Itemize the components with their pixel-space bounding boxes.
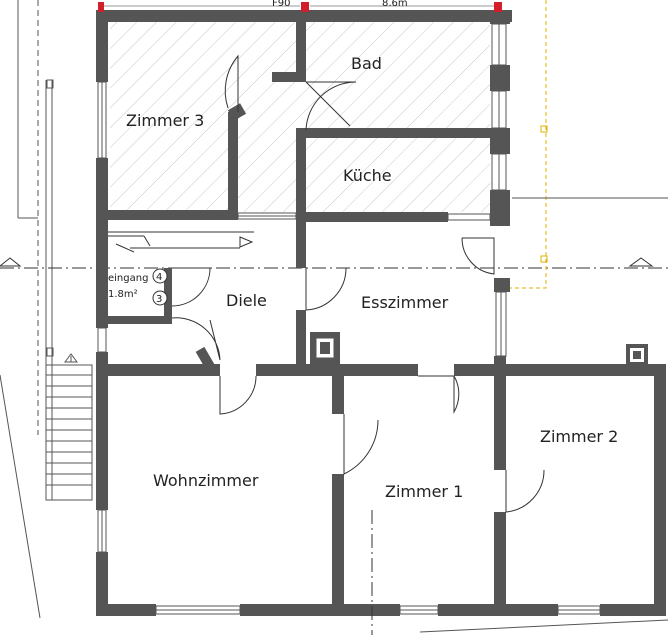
walls <box>96 12 666 616</box>
room-label-zimmer-2: Zimmer 2 <box>540 427 618 446</box>
room-label-diele: Diele <box>226 291 267 310</box>
entrance-label: eingang <box>108 273 148 284</box>
room-label-zimmer-1: Zimmer 1 <box>385 482 463 501</box>
marker-4 <box>152 268 168 284</box>
room-label-kueche: Küche <box>343 166 392 185</box>
marker-3-label: 3 <box>156 294 162 305</box>
marker-4-label: 4 <box>156 272 162 283</box>
section-line <box>0 257 668 269</box>
windows <box>97 23 601 615</box>
room-label-esszimmer: Esszimmer <box>361 293 449 312</box>
bottom-diagonal <box>419 619 668 633</box>
entrance-area-label: 1.8m² <box>108 289 138 300</box>
door-swings <box>171 54 545 513</box>
top-code-label: F90 <box>272 0 290 9</box>
marker-3 <box>152 290 168 306</box>
entrance-stair <box>108 231 254 253</box>
room-label-zimmer-3: Zimmer 3 <box>126 111 204 130</box>
exterior-stair <box>0 0 93 619</box>
room-label-bad: Bad <box>351 54 382 73</box>
room-label-wohnzimmer: Wohnzimmer <box>153 471 259 490</box>
top-dim-label: 8.6m <box>382 0 408 9</box>
yellow-outline <box>510 0 548 289</box>
